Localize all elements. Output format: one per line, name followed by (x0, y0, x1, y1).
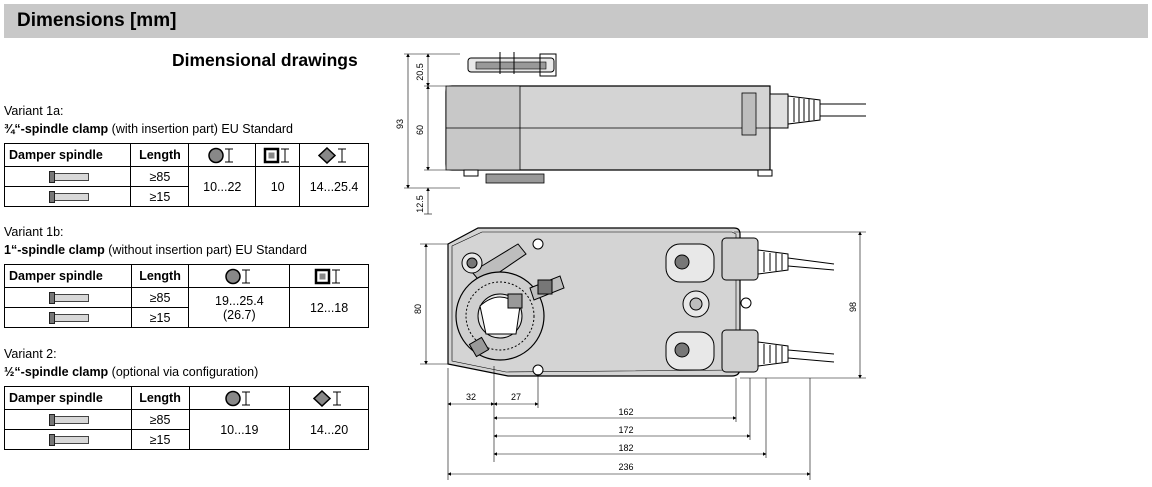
round-spindle-icon (225, 268, 251, 284)
section-header: Dimensions [mm] (4, 4, 1148, 38)
square-value: 12...18 (289, 287, 369, 328)
spindle-short-cell (4, 307, 132, 328)
variant-2-table: Damper spindle Length ≥85 10...19 14...2… (4, 386, 369, 450)
spindle-clamp-icon (47, 312, 89, 325)
damper-spindle-header: Damper spindle (4, 386, 132, 410)
dim-182: 182 (618, 443, 633, 453)
round-note: (26.7) (223, 307, 256, 322)
damper-spindle-header: Damper spindle (3, 143, 132, 167)
round-value: 19...25.4(26.7) (188, 287, 291, 328)
spindle-long-cell (4, 287, 132, 308)
diamond-value: 14...25.4 (299, 166, 369, 207)
diamond-value: 14...20 (289, 409, 369, 450)
dim-162: 162 (618, 407, 633, 417)
dim-20-5: 20.5 (415, 63, 425, 81)
variant-1b-table: Damper spindle Length ≥85 19...25.4(26.7… (4, 264, 369, 328)
spindle-long-cell (4, 409, 132, 430)
variant-1a-label: Variant 1a: (4, 104, 64, 118)
length-value: ≥15 (130, 186, 190, 207)
dim-172: 172 (618, 425, 633, 435)
square-value: 10 (255, 166, 301, 207)
dim-12-5: 12.5 (415, 195, 425, 213)
spindle-long-cell (3, 166, 132, 187)
section-title: Dimensions [mm] (17, 10, 177, 31)
diamond-spindle-header (289, 386, 369, 410)
length-header: Length (130, 386, 190, 410)
square-spindle-icon (314, 268, 341, 284)
length-value: ≥15 (130, 307, 190, 328)
dim-32: 32 (466, 392, 476, 402)
spindle-short-cell (4, 429, 132, 450)
dim-80: 80 (413, 304, 423, 314)
dim-27: 27 (511, 392, 521, 402)
variant-2-clamp-note: (optional via configuration) (108, 365, 259, 379)
dim-236: 236 (618, 462, 633, 472)
dimensional-drawing: 20.5 60 93 12.5 (395, 52, 866, 480)
square-spindle-icon (263, 147, 289, 163)
round-value: 10...19 (188, 409, 291, 450)
square-spindle-header (289, 264, 369, 288)
diamond-spindle-header (299, 143, 369, 167)
variant-1a-clamp: ¾“-spindle clamp (4, 122, 109, 136)
variant-1b-clamp: 1“-spindle clamp (4, 243, 105, 257)
damper-spindle-header: Damper spindle (4, 264, 132, 288)
round-value: 10...22 (188, 166, 257, 207)
round-spindle-icon (225, 390, 251, 406)
variant-2-description: ½“-spindle clamp (optional via configura… (4, 365, 258, 379)
spindle-clamp-icon (47, 171, 89, 184)
variant-1a-description: ¾“-spindle clamp (with insertion part) E… (4, 122, 293, 136)
front-view: 80 98 32 27 162 172 182 236 (413, 227, 866, 480)
dim-60: 60 (415, 125, 425, 135)
round-spindle-header (188, 143, 257, 167)
drawings-title: Dimensional drawings (172, 50, 358, 70)
length-header: Length (130, 143, 190, 167)
variant-1a-table: Damper spindle Length ≥85 10...22 10 14.… (3, 143, 369, 207)
spindle-clamp-icon (47, 292, 89, 305)
variant-1b-label: Variant 1b: (4, 225, 64, 239)
length-value: ≥85 (130, 287, 190, 308)
diamond-spindle-icon (313, 389, 342, 407)
variant-1b-description: 1“-spindle clamp (without insertion part… (4, 243, 307, 257)
spindle-clamp-icon (47, 191, 89, 204)
variant-1b-clamp-note: (without insertion part) EU Standard (104, 243, 307, 257)
side-view: 20.5 60 93 12.5 (395, 52, 866, 215)
round-spindle-header (188, 264, 291, 288)
round-range: 19...25.4 (215, 293, 264, 308)
spindle-short-cell (3, 186, 132, 207)
diamond-spindle-icon (318, 146, 347, 164)
round-spindle-header (188, 386, 291, 410)
variant-2-label: Variant 2: (4, 347, 57, 361)
spindle-clamp-icon (47, 434, 89, 447)
square-spindle-header (255, 143, 301, 167)
length-header: Length (130, 264, 190, 288)
dim-98: 98 (848, 302, 858, 312)
length-value: ≥15 (130, 429, 190, 450)
dim-93: 93 (395, 119, 405, 129)
round-spindle-icon (208, 147, 234, 163)
length-value: ≥85 (130, 166, 190, 187)
variant-2-clamp: ½“-spindle clamp (4, 365, 109, 379)
spindle-clamp-icon (47, 414, 89, 427)
length-value: ≥85 (130, 409, 190, 430)
variant-1a-clamp-note: (with insertion part) EU Standard (108, 122, 294, 136)
